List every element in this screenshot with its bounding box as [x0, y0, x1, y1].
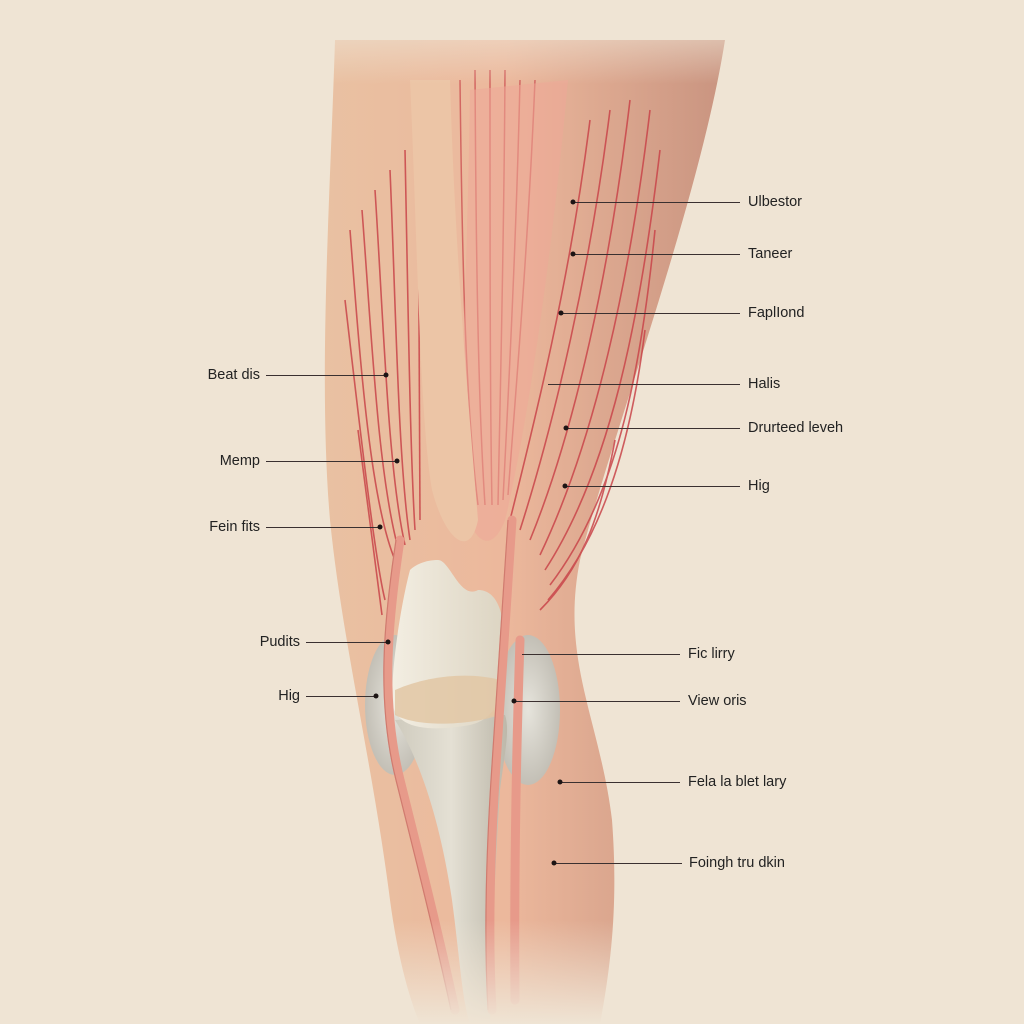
label-text: Halis: [748, 375, 781, 392]
leader-dot: [385, 639, 391, 645]
leader-dot: [570, 199, 576, 205]
leader-dot: [558, 310, 564, 316]
leader-line: [266, 527, 380, 529]
leader-dot: [563, 425, 569, 431]
leader-dot: [394, 458, 400, 464]
leader-line: [573, 254, 740, 256]
leader-line: [306, 642, 388, 644]
label-text: Pudits: [259, 633, 300, 650]
label-text: Fein fits: [209, 518, 260, 535]
leader-line: [522, 654, 680, 656]
leader-line: [566, 428, 740, 430]
leader-line: [573, 202, 740, 204]
leader-line: [565, 486, 740, 488]
label-text: Hig: [748, 477, 770, 494]
leader-line: [560, 782, 680, 784]
label-text: Drurteed leveh: [748, 419, 844, 436]
leader-line: [554, 863, 682, 865]
label-text: View oris: [688, 692, 747, 709]
label-text: Fic lirry: [688, 645, 735, 662]
leader-dot: [551, 860, 557, 866]
leader-line: [548, 384, 740, 386]
leader-line: [306, 696, 376, 698]
leader-dot: [383, 372, 389, 378]
leader-dot: [511, 698, 517, 704]
leader-dot: [562, 483, 568, 489]
leader-dot: [557, 779, 563, 785]
label-text: Memp: [219, 452, 260, 469]
label-text: Foingh tru dkin: [689, 854, 785, 871]
leader-line: [266, 461, 397, 463]
label-text: Ulbestor: [748, 193, 802, 210]
label-text: Hig: [278, 687, 300, 704]
label-text: Fela la blet lary: [688, 773, 787, 790]
leader-line: [561, 313, 740, 315]
label-text: FaplIond: [748, 304, 805, 321]
leader-line: [514, 701, 680, 703]
leader-dot: [377, 524, 383, 530]
leader-dot: [373, 693, 379, 699]
label-text: Taneer: [748, 245, 793, 262]
leader-dot: [570, 251, 576, 257]
label-text: Beat dis: [207, 366, 260, 383]
leader-line: [266, 375, 386, 377]
